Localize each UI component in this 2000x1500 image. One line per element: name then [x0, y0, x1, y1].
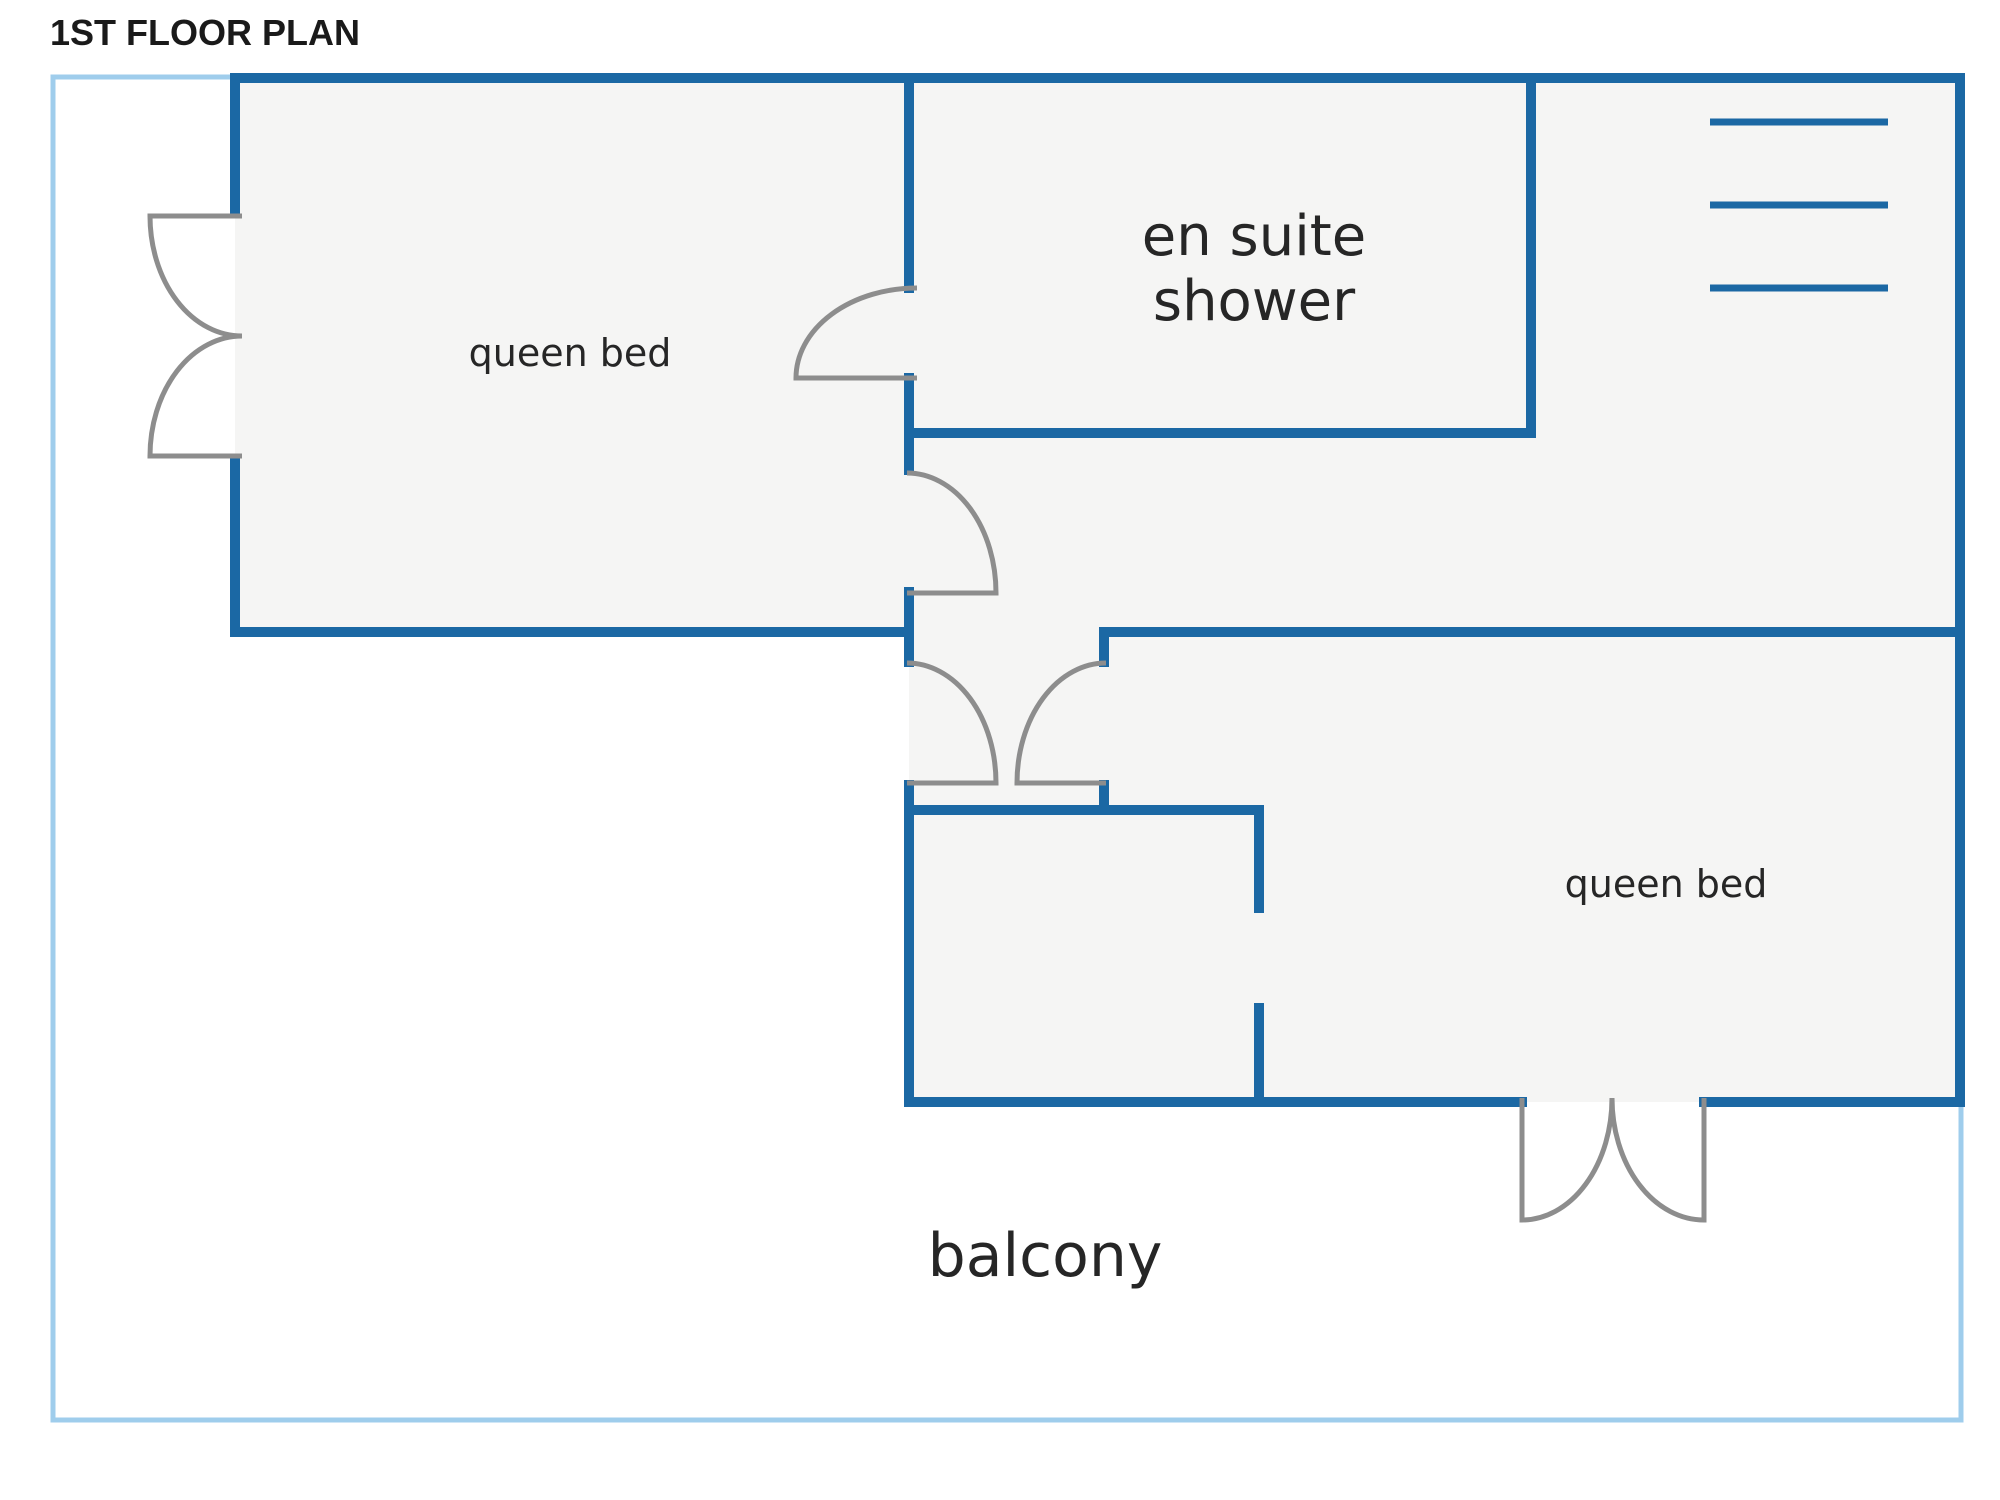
door-leaf: [147, 213, 243, 339]
bedroom-1-label: queen bed: [469, 331, 672, 375]
door-leaf: [147, 333, 243, 459]
en-suite-label-line-1: en suite: [1142, 204, 1366, 269]
wardrobe-door: [906, 660, 999, 786]
bedroom-1-floor: [235, 78, 909, 632]
stairs: [1710, 118, 1888, 292]
bedroom-1-hall-door: [906, 470, 999, 596]
bedroom-1-double-door: [147, 213, 243, 459]
door-leaf: [1609, 1097, 1707, 1223]
walls: [230, 73, 1965, 1107]
door-landing-floor: [909, 632, 1104, 810]
bedroom-2-label: queen bed: [1565, 862, 1768, 906]
balcony-label: balcony: [928, 1221, 1163, 1291]
doors: [147, 213, 1707, 1223]
en-suite-label-line-2: shower: [1153, 269, 1356, 334]
plan-title: 1ST FLOOR PLAN: [50, 12, 360, 53]
door-leaf: [1519, 1097, 1615, 1223]
wardrobe-floor: [909, 810, 1259, 1102]
en-suite-door: [793, 285, 918, 381]
hallway-floor: [909, 78, 1960, 632]
room-fills: [235, 78, 1960, 1102]
bedroom-2-door: [1014, 660, 1107, 786]
balcony-double-door: [1519, 1097, 1707, 1223]
